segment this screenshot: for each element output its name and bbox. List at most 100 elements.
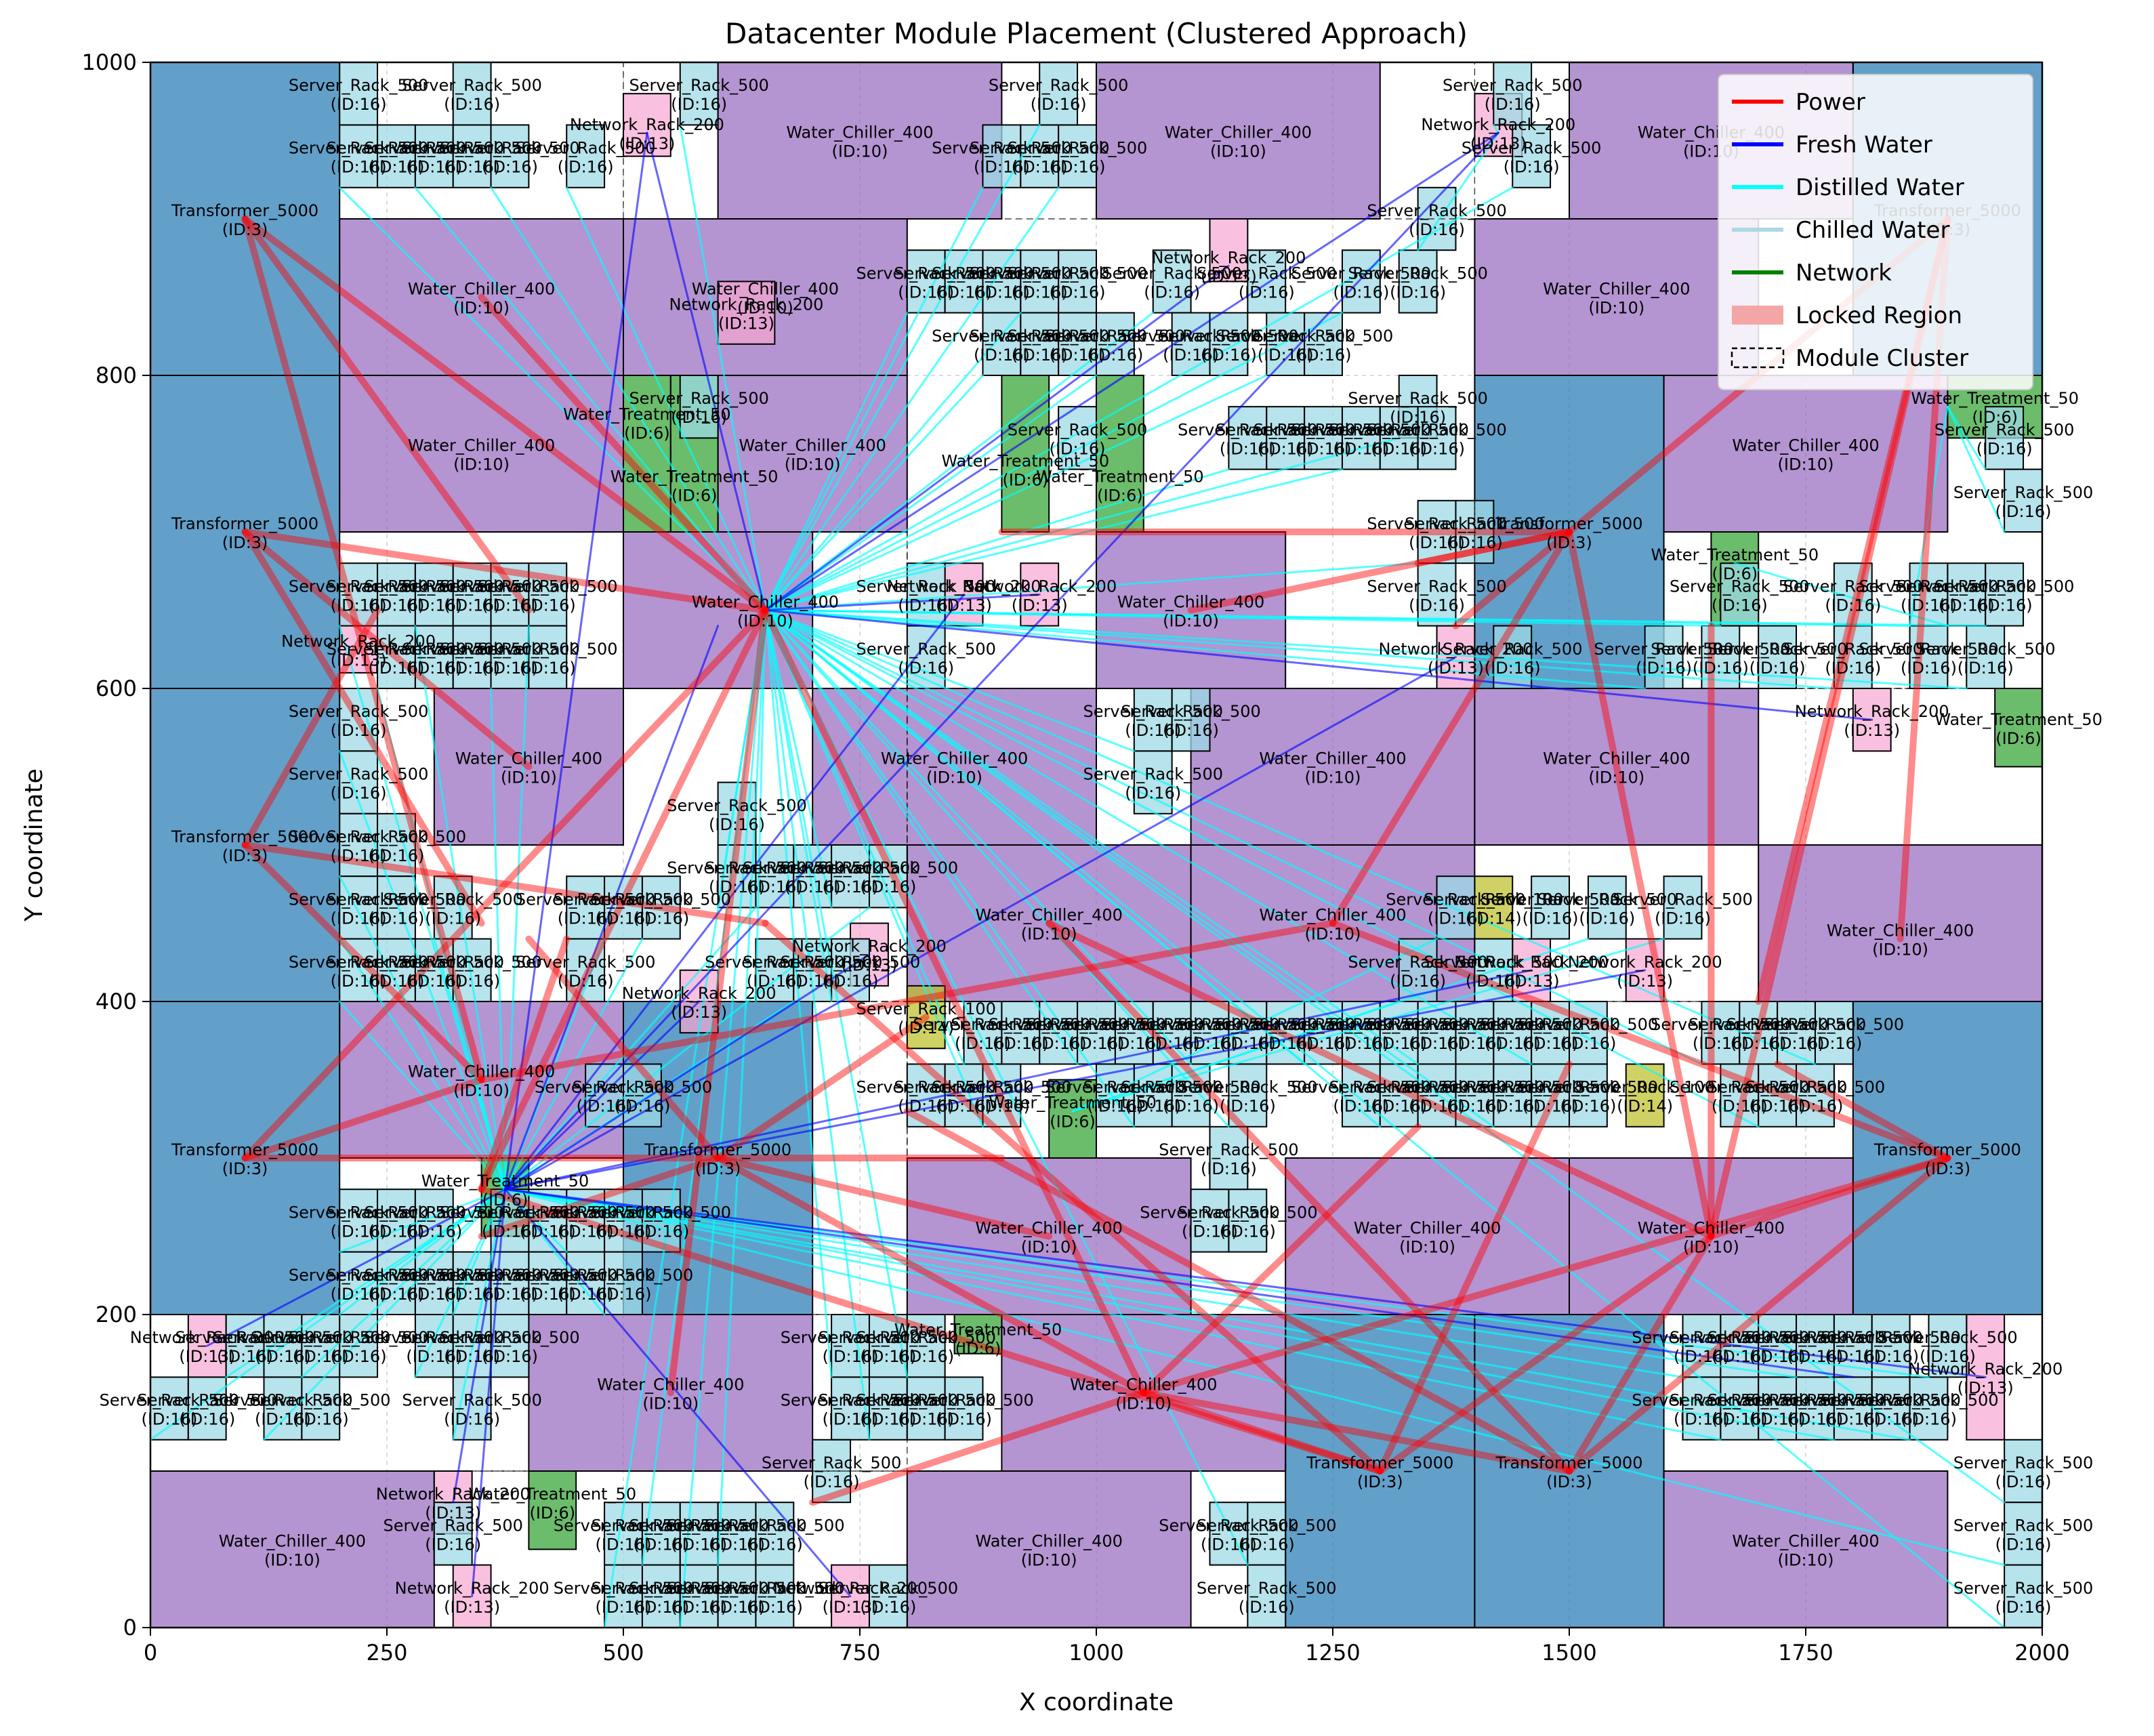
module-id-label: (ID:16) bbox=[1655, 909, 1711, 928]
module-id-label: (ID:16) bbox=[1409, 596, 1465, 615]
module-label: Network_Rack_200 bbox=[1568, 953, 1722, 972]
module-chiller bbox=[906, 1157, 1192, 1315]
module-label: Server_Rack_500 bbox=[1613, 890, 1752, 909]
module-label: Network_Rack_200 bbox=[669, 295, 823, 314]
distilled-water-link bbox=[764, 609, 984, 1128]
module-id-label: (ID:16) bbox=[1163, 1097, 1219, 1116]
module-id-label: (ID:16) bbox=[1693, 659, 1749, 678]
module-label: Water_Chiller_400 bbox=[1732, 436, 1879, 455]
module-chiller bbox=[717, 375, 908, 533]
module-label: Server_Rack_500 bbox=[1745, 1391, 1885, 1410]
module-id-label: (ID:6) bbox=[1097, 487, 1143, 505]
module-label: Server_Rack_500 bbox=[554, 1579, 693, 1598]
module-label: Server_Rack_500 bbox=[856, 1391, 995, 1410]
module-id-label: (ID:10) bbox=[1588, 768, 1644, 787]
module-label: Water_Treatment_50 bbox=[1036, 468, 1204, 487]
module-label: Server_Rack_500 bbox=[705, 1516, 844, 1535]
module-label: Transformer_5000 bbox=[1306, 1453, 1453, 1472]
module-label: Server_Rack_500 bbox=[402, 1391, 541, 1410]
module-server-rack bbox=[1171, 688, 1211, 752]
module-label: Server_Rack_500 bbox=[289, 953, 428, 972]
module-label: Server_Rack_500 bbox=[1707, 1328, 1847, 1347]
distilled-water-link bbox=[764, 609, 1230, 1128]
module-id-label: (ID:16) bbox=[1239, 1598, 1295, 1617]
module-label: Server_Rack_500 bbox=[1443, 640, 1582, 659]
distilled-water-link bbox=[764, 609, 833, 909]
module-label: Server_Rack_500 bbox=[1348, 264, 1487, 283]
module-id-label: (ID:16) bbox=[747, 972, 803, 991]
module-id-label: (ID:16) bbox=[1220, 1097, 1276, 1116]
module-label: Server_Rack_500 bbox=[535, 1078, 674, 1097]
module-label: Water_Treatment_50 bbox=[1911, 389, 2079, 408]
power-link bbox=[478, 935, 571, 1193]
module-label: Water_Chiller_400 bbox=[881, 749, 1028, 768]
fresh-water-link bbox=[504, 131, 648, 1191]
distilled-water-link bbox=[764, 609, 1193, 1065]
module-id-label: (ID:16) bbox=[331, 95, 387, 114]
module-label: Server_Rack_500 bbox=[573, 1078, 712, 1097]
module-id-label: (ID:16) bbox=[1296, 346, 1352, 365]
module-server-rack bbox=[1682, 1376, 1722, 1441]
module-id-label: (ID:16) bbox=[1825, 1347, 1881, 1366]
module-label: Server_Rack_500 bbox=[1934, 577, 2074, 596]
module-server-rack bbox=[1133, 688, 1173, 752]
module-server-rack bbox=[566, 124, 606, 188]
module-id-label: (ID:16) bbox=[331, 784, 387, 803]
module-id-label: (ID:10) bbox=[785, 455, 841, 474]
fresh-water-link bbox=[504, 953, 871, 1191]
module-label: Server_Rack_500 bbox=[289, 1266, 428, 1285]
module-id-label: (ID:10) bbox=[453, 299, 510, 318]
module-label: Server_Rack_500 bbox=[592, 1579, 731, 1598]
module-label: Server_Rack_500 bbox=[516, 1203, 655, 1222]
fresh-water-link bbox=[646, 131, 766, 611]
module-label: Server_Rack_500 bbox=[1254, 327, 1393, 346]
module-id-label: (ID:16) bbox=[1106, 1034, 1162, 1053]
fresh-water-link bbox=[504, 131, 1499, 1191]
module-server-rack bbox=[1493, 62, 1533, 126]
module-id-label: (ID:16) bbox=[444, 596, 500, 615]
distilled-water-link bbox=[414, 186, 766, 611]
module-id-label: (ID:13) bbox=[179, 1347, 235, 1366]
fresh-water-link bbox=[504, 1188, 1855, 1378]
module-id-label: (ID:16) bbox=[1863, 1347, 1919, 1366]
module-label: Server_Rack_500 bbox=[781, 1328, 920, 1347]
distilled-water-link bbox=[504, 1188, 2006, 1567]
module-label: Server_Rack_500 bbox=[1083, 1078, 1223, 1097]
module-label: Server_Rack_500 bbox=[440, 1266, 579, 1285]
module-transformer bbox=[150, 1001, 341, 1315]
module-label: Network_Rack_200 bbox=[1454, 953, 1609, 972]
module-label: Water_Chiller_400 bbox=[1827, 922, 1974, 941]
module-label: Server_Rack_500 bbox=[1953, 1579, 2093, 1598]
module-server-rack bbox=[1417, 499, 1457, 564]
module-label: Server_Rack_500 bbox=[629, 389, 768, 408]
x-axis-label: X coordinate bbox=[1019, 1689, 1174, 1716]
module-id-label: (ID:3) bbox=[222, 1159, 268, 1178]
module-label: Water_Chiller_400 bbox=[597, 1376, 744, 1394]
module-id-label: (ID:16) bbox=[1485, 95, 1541, 114]
module-server-rack bbox=[1266, 406, 1306, 470]
module-label: Water_Chiller_400 bbox=[1732, 1532, 1879, 1551]
module-label: Server_Rack_500 bbox=[1764, 1015, 1904, 1034]
module-id-label: (ID:16) bbox=[1560, 1097, 1616, 1116]
module-id-label: (ID:16) bbox=[1523, 1097, 1579, 1116]
module-label: Water_Treatment_50 bbox=[1651, 545, 1819, 564]
module-label: Server_Rack_500 bbox=[402, 640, 541, 659]
module-label: Server_Rack_500 bbox=[1216, 1015, 1355, 1034]
module-label: Network_Rack_200 bbox=[1421, 115, 1575, 134]
module-server-rack bbox=[1058, 249, 1098, 314]
x-tick-label: 500 bbox=[602, 1640, 644, 1666]
distilled-water-link bbox=[764, 609, 966, 1065]
module-id-label: (ID:16) bbox=[1069, 1034, 1125, 1053]
module-label: Server_Rack_500 bbox=[1102, 264, 1241, 283]
module-label: Server_Rack_500 bbox=[1783, 577, 1923, 596]
power-link bbox=[1187, 529, 1573, 614]
module-server-rack bbox=[1569, 1063, 1608, 1128]
module-label: Server_Rack_500 bbox=[667, 1516, 806, 1535]
module-label: Server_Rack_500 bbox=[289, 1328, 428, 1347]
module-label: Server_Rack_500 bbox=[1670, 577, 1809, 596]
distilled-water-link bbox=[338, 749, 506, 1191]
module-chiller bbox=[1569, 1157, 1854, 1315]
module-label: Server_Rack_500 bbox=[1859, 577, 1998, 596]
module-id-label: (ID:16) bbox=[1409, 533, 1465, 552]
distilled-water-link bbox=[764, 186, 1060, 611]
